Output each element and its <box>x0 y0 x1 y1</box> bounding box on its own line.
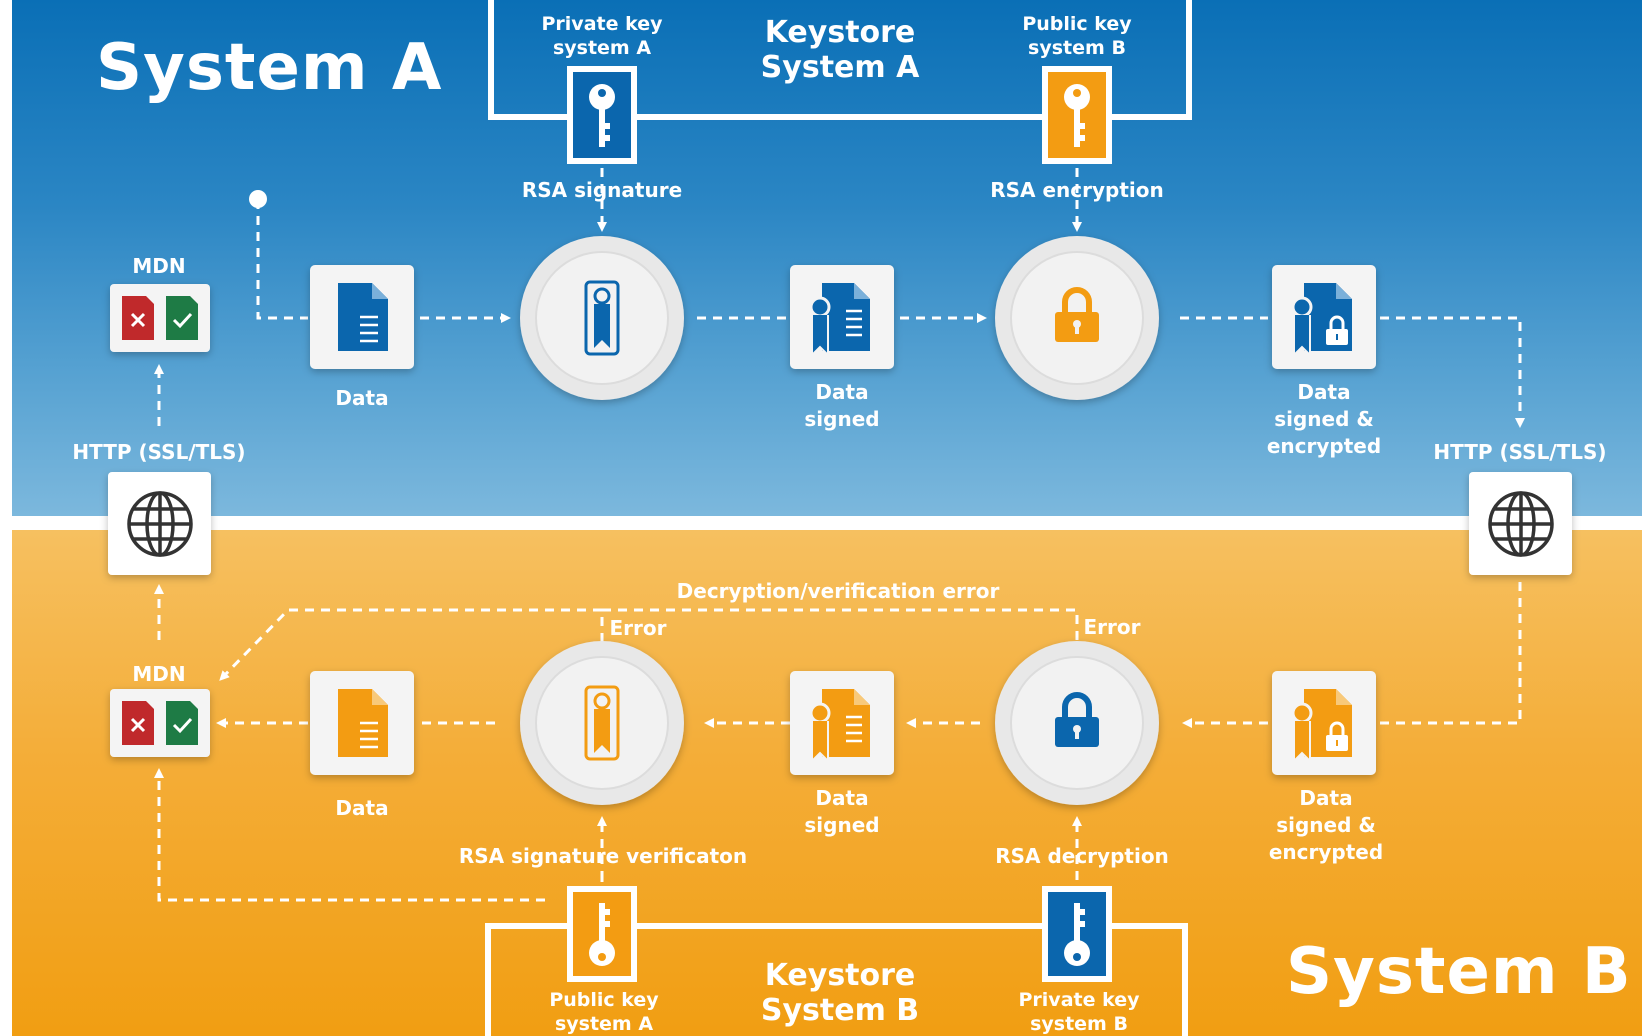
rsa-encryption-node <box>995 236 1159 400</box>
error-label-verification: Error <box>609 616 667 640</box>
keystore-b-private-key-label: Private key system B <box>1018 989 1140 1035</box>
data-signed-encrypted-label-b: Data signed & encrypted <box>1268 786 1384 864</box>
mdn-icon-a <box>110 284 210 352</box>
data-signed-label-b: Data signed <box>804 786 880 837</box>
system-b-title: System B <box>1286 935 1632 1009</box>
rsa-signature-label: RSA signature <box>521 178 683 202</box>
data-label-b: Data <box>335 796 389 820</box>
mdn-label-b: MDN <box>132 662 186 686</box>
flow-lines-b <box>154 582 1522 902</box>
keystore-a-title: Keystore System A <box>760 15 920 85</box>
globe-icon <box>108 472 211 575</box>
signed-document-icon <box>790 265 894 369</box>
rsa-encryption-label: RSA encryption <box>990 178 1164 202</box>
rsa-signature-node <box>520 236 684 400</box>
encrypted-document-icon <box>1272 671 1376 775</box>
data-signed-label-a: Data signed <box>804 380 880 431</box>
flow-start-dot <box>249 190 267 208</box>
key-icon <box>1042 66 1112 164</box>
document-icon <box>310 671 414 775</box>
system-a-title: System A <box>96 31 443 105</box>
keystore-a-public-key-label: Public key system B <box>1022 13 1132 59</box>
decryption-verification-error-label: Decryption/verification error <box>676 579 1000 603</box>
left-edge <box>0 0 12 1036</box>
data-signed-encrypted-label-a: Data signed & encrypted <box>1266 380 1382 458</box>
mdn-label-a: MDN <box>132 254 186 278</box>
mdn-icon-b <box>110 689 210 757</box>
rsa-signature-verification-node <box>520 641 684 805</box>
keystore-b-frame <box>485 923 1188 1036</box>
system-a-panel <box>12 0 1642 516</box>
keystore-a-private-key-label: Private key system A <box>541 13 663 59</box>
keystore-b-title: Keystore System B <box>760 958 920 1028</box>
http-label-right: HTTP (SSL/TLS) <box>1433 440 1607 464</box>
keystore-b-public-key-label: Public key system A <box>549 989 659 1035</box>
keystore-a-frame <box>488 0 1192 120</box>
signed-document-icon <box>790 671 894 775</box>
key-icon <box>1042 886 1112 982</box>
rsa-decryption-label: RSA decryption <box>995 844 1169 868</box>
rsa-decryption-node <box>995 641 1159 805</box>
encrypted-document-icon <box>1272 265 1376 369</box>
document-icon <box>310 265 414 369</box>
http-label-left: HTTP (SSL/TLS) <box>72 440 246 464</box>
globe-icon <box>1469 472 1572 575</box>
flow-lines-a <box>154 168 1525 428</box>
key-icon <box>567 66 637 164</box>
rsa-signature-verification-label: RSA signature verificaton <box>458 844 748 868</box>
data-label-a: Data <box>335 386 389 410</box>
key-icon <box>567 886 637 982</box>
error-label-decryption: Error <box>1083 615 1141 639</box>
